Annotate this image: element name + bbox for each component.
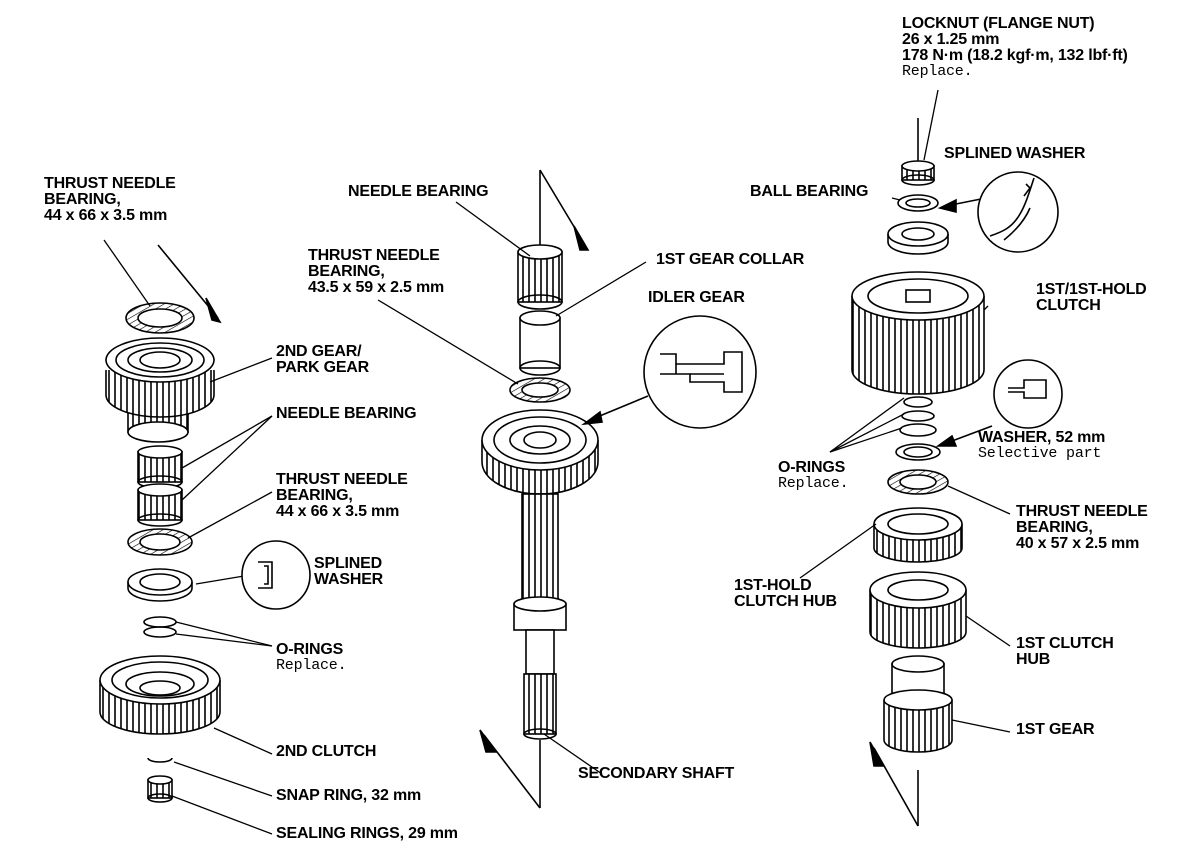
secondary-shaft — [513, 493, 567, 740]
first-first-hold-clutch — [851, 271, 985, 395]
splined-washer-right — [897, 194, 939, 212]
label-line: BEARING, — [44, 191, 121, 208]
label-note: Replace. — [276, 657, 347, 674]
o-rings-right — [899, 396, 937, 437]
label-second-clutch: 2ND CLUTCH — [276, 743, 377, 760]
label-splined-washer-right: SPLINED WASHER — [944, 145, 1086, 162]
idler-gear-detail-circle — [643, 315, 757, 429]
right-leader-lines — [799, 197, 1011, 733]
label-line: THRUST NEEDLE — [276, 471, 408, 488]
label-o-rings-right: O-RINGS Replace. — [778, 459, 849, 492]
label-first-clutch-hub: 1ST CLUTCH HUB — [1016, 636, 1114, 668]
idler-gear — [481, 409, 599, 495]
washer-52mm — [895, 443, 941, 461]
label-note: Selective part — [978, 445, 1102, 462]
first-clutch-hub — [869, 571, 967, 649]
label-first-gear-collar: 1ST GEAR COLLAR — [656, 251, 805, 268]
label-line: 1ST/1ST-HOLD — [1036, 281, 1147, 298]
label-thrust-needle-bearing-left-top: THRUST NEEDLE BEARING, 44 x 66 x 3.5 mm — [44, 176, 176, 224]
second-clutch — [99, 655, 221, 735]
sealing-rings — [147, 775, 173, 803]
label-note: Replace. — [902, 63, 973, 80]
label-first-gear: 1ST GEAR — [1016, 721, 1095, 738]
splined-washer-detail-circle-right — [977, 171, 1059, 253]
label-line: 1ST CLUTCH — [1016, 635, 1114, 652]
label-line: 1ST-HOLD — [734, 577, 812, 594]
label-line: THRUST NEEDLE — [44, 175, 176, 192]
label-line: WASHER, 52 mm — [978, 429, 1106, 446]
label-ball-bearing: BALL BEARING — [750, 183, 869, 200]
needle-bearing-left-lower — [137, 483, 183, 527]
label-washer-52mm: WASHER, 52 mm Selective part — [978, 430, 1105, 462]
label-line: BEARING, — [308, 263, 385, 280]
second-gear-park-gear — [105, 337, 215, 443]
label-line: 44 x 66 x 3.5 mm — [276, 503, 400, 520]
needle-bearing-middle — [517, 244, 563, 310]
washer-detail-circle-right — [993, 359, 1063, 429]
first-hold-clutch-hub — [873, 507, 963, 563]
label-line: THRUST NEEDLE — [308, 247, 440, 264]
label-secondary-shaft: SECONDARY SHAFT — [578, 765, 735, 782]
thrust-needle-bearing-mid — [127, 528, 193, 556]
label-line: BEARING, — [276, 487, 353, 504]
middle-leader-lines — [377, 201, 647, 775]
label-thrust-needle-bearing-left-mid: THRUST NEEDLE BEARING, 44 x 66 x 3.5 mm — [276, 472, 408, 520]
label-note: Replace. — [778, 475, 849, 492]
label-line: 2ND GEAR/ — [276, 343, 362, 360]
label-line: PARK GEAR — [276, 359, 370, 376]
splined-washer-left — [127, 568, 193, 602]
label-line: 43.5 x 59 x 2.5 mm — [308, 279, 445, 296]
left-axis-line — [157, 244, 222, 324]
label-line: CLUTCH — [1036, 297, 1101, 314]
label-sealing-rings: SEALING RINGS, 29 mm — [276, 825, 458, 842]
label-needle-bearing-left: NEEDLE BEARING — [276, 405, 417, 422]
label-thrust-needle-bearing-middle: THRUST NEEDLE BEARING, 43.5 x 59 x 2.5 m… — [308, 248, 444, 296]
first-gear-collar — [519, 310, 561, 376]
label-thrust-needle-bearing-right: THRUST NEEDLE BEARING, 40 x 57 x 2.5 mm — [1016, 504, 1148, 552]
label-line: LOCKNUT (FLANGE NUT) — [902, 15, 1095, 32]
thrust-needle-bearing-right — [887, 469, 949, 495]
locknut — [901, 160, 935, 186]
snap-ring — [147, 757, 173, 763]
label-line: 40 x 57 x 2.5 mm — [1016, 535, 1140, 552]
label-line: BEARING, — [1016, 519, 1093, 536]
thrust-needle-bearing-top — [125, 302, 195, 334]
label-snap-ring: SNAP RING, 32 mm — [276, 787, 421, 804]
label-locknut: LOCKNUT (FLANGE NUT) 26 x 1.25 mm 178 N·… — [902, 16, 1128, 80]
label-line: 178 N·m (18.2 kgf·m, 132 lbf·ft) — [902, 47, 1128, 64]
label-line: HUB — [1016, 651, 1051, 668]
middle-axis-line — [479, 169, 590, 809]
label-line: 26 x 1.25 mm — [902, 31, 1000, 48]
thrust-needle-bearing-middle — [509, 377, 571, 403]
label-splined-washer-left: SPLINED WASHER — [314, 556, 383, 588]
idler-gear-arrow — [581, 395, 649, 426]
needle-bearing-left-upper — [137, 445, 183, 489]
ball-bearing — [887, 221, 949, 255]
label-line: CLUTCH HUB — [734, 593, 837, 610]
label-first-hold-clutch-hub: 1ST-HOLD CLUTCH HUB — [734, 578, 837, 610]
label-line: WASHER — [314, 571, 384, 588]
label-line: THRUST NEEDLE — [1016, 503, 1148, 520]
o-rings-left — [143, 616, 177, 638]
label-first-first-hold-clutch: 1ST/1ST-HOLD CLUTCH — [1036, 282, 1147, 314]
washer-arrow — [935, 425, 993, 447]
label-line: O-RINGS — [778, 459, 846, 476]
label-line: O-RINGS — [276, 641, 344, 658]
first-gear — [883, 655, 953, 753]
splined-washer-detail-circle-left — [241, 540, 311, 610]
label-line: SPLINED — [314, 555, 382, 572]
label-needle-bearing-middle: NEEDLE BEARING — [348, 183, 489, 200]
label-line: 44 x 66 x 3.5 mm — [44, 207, 168, 224]
left-leader-lines — [103, 239, 273, 835]
label-second-gear-park-gear: 2ND GEAR/ PARK GEAR — [276, 344, 369, 376]
label-idler-gear: IDLER GEAR — [648, 289, 745, 306]
label-o-rings-left: O-RINGS Replace. — [276, 641, 347, 674]
